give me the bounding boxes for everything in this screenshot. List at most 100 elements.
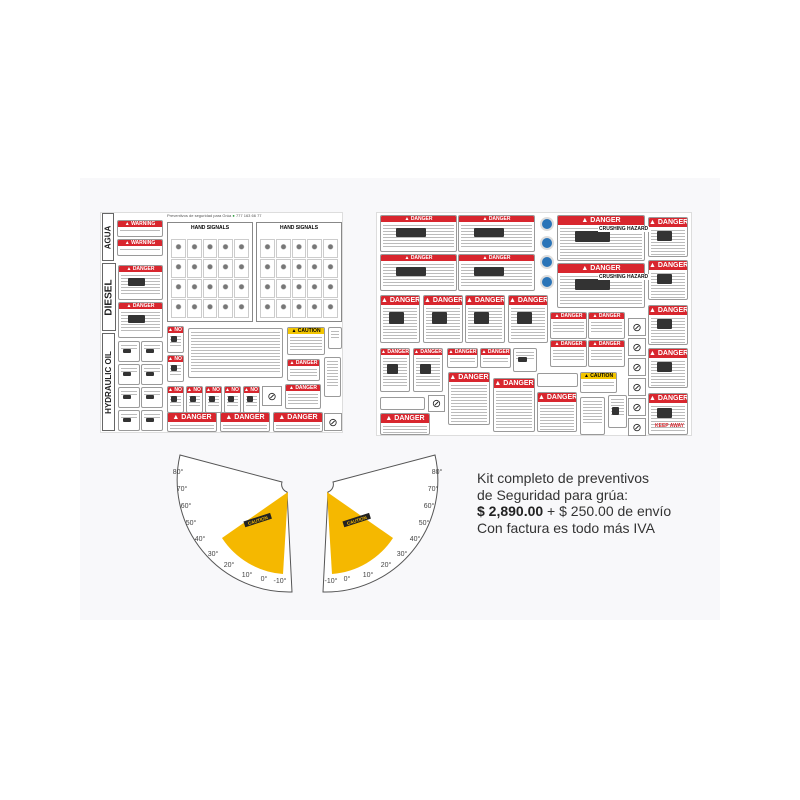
fine-print	[121, 344, 137, 351]
crushing-hazard-sticker: ▲ DANGER	[557, 263, 645, 308]
crushing-hazard-sticker-header: ▲ DANGER	[558, 264, 644, 273]
hand-signal-icon	[291, 279, 307, 298]
no-step-sticker: ▲ NO STEP	[167, 386, 184, 413]
danger-sticker-header: ▲ DANGER	[538, 393, 577, 402]
danger-sticker: ▲ DANGER	[465, 295, 505, 343]
danger-sticker-header: ▲ DANGER	[551, 313, 586, 319]
caution-sticker: ▲ CAUTION	[287, 327, 325, 355]
fine-print	[144, 367, 160, 374]
hand-signal-icon	[171, 299, 186, 318]
angle-tick-label: 40°	[195, 535, 206, 543]
hand-signals-chart: HAND SIGNALS	[256, 222, 342, 322]
danger-sticker: ▲ DANGER	[285, 384, 321, 409]
danger-sticker: ▲ DANGER	[220, 412, 270, 432]
fine-print	[496, 390, 532, 430]
no-smoking-icon: ⊘	[628, 318, 646, 336]
fine-print	[121, 367, 137, 374]
hydraulic-sticker	[141, 410, 163, 431]
fine-print	[144, 390, 160, 397]
danger-sticker: ▲ DANGER	[118, 302, 163, 338]
hand-signal-icon	[171, 259, 186, 278]
caution-sticker: ▲ CAUTION	[580, 372, 617, 393]
danger-sticker-header: ▲ DANGER	[509, 296, 548, 305]
danger-sticker: ▲ DANGER	[413, 348, 443, 392]
danger-sticker-header: ▲ DANGER	[286, 385, 320, 391]
pictogram-icon	[228, 395, 234, 402]
pictogram-icon	[146, 371, 154, 377]
no-step-sticker: ▲ NO STEP	[167, 355, 184, 382]
hand-signal-icon	[186, 259, 202, 278]
sheet-header-text: Preventivos de seguridad para Grúa	[167, 213, 232, 218]
crane-danger-sticker-header: ▲ DANGER	[459, 255, 534, 261]
caution-label-right: CAUTION	[342, 512, 371, 528]
no-step-sticker-header: ▲ NO STEP	[168, 387, 183, 393]
hand-signal-icon	[307, 299, 323, 318]
fine-print	[144, 344, 160, 351]
no-step-sticker-header: ▲ NO STEP	[168, 356, 183, 362]
hand-signal-icon	[323, 279, 338, 298]
info-strip-sticker	[537, 373, 578, 387]
caution-label-left: CAUTION	[243, 512, 272, 528]
danger-grinder-sticker-header: ▲ DANGER	[649, 218, 688, 227]
fluid-label-text: AGUA	[103, 225, 113, 249]
hydraulic-sticker	[118, 410, 140, 431]
hydraulic-sticker	[141, 387, 163, 408]
hand-signal-icon	[218, 259, 234, 278]
hand-signal-icon	[171, 279, 186, 298]
danger-sticker-header: ▲ DANGER	[381, 296, 420, 305]
hand-signal-icon	[260, 259, 275, 278]
danger-sticker: ▲ DANGER	[380, 348, 410, 392]
hand-signal-icon	[307, 259, 323, 278]
pictogram-icon	[127, 314, 145, 324]
fine-print	[120, 248, 160, 251]
hand-signal-icon	[291, 299, 307, 318]
keep-away-text: KEEP AWAY	[655, 423, 684, 429]
protractor-yellow-sector	[222, 492, 288, 574]
angle-tick-label: 80°	[432, 468, 443, 476]
danger-sticker: ▲ DANGER	[167, 412, 217, 432]
hand-signal-icon	[307, 239, 323, 258]
hand-signal-icon	[234, 279, 249, 298]
angle-tick-label: 60°	[424, 502, 435, 510]
danger-sticker: ▲ DANGER	[380, 413, 430, 435]
pictogram-icon	[473, 312, 489, 324]
fine-print	[327, 360, 338, 386]
pictogram-icon	[431, 312, 447, 324]
no-step-sticker: ▲ NO STEP	[243, 386, 260, 413]
offer-line-4: Con factura es todo más IVA	[477, 519, 655, 536]
fine-print	[553, 349, 584, 362]
hydraulic-sticker	[141, 341, 163, 362]
danger-sticker: ▲ DANGER	[273, 412, 323, 432]
hand-signal-icon	[186, 279, 202, 298]
danger-sticker-header: ▲ DANGER	[274, 413, 322, 422]
pictogram-icon	[656, 408, 672, 418]
angle-tick-label: 10°	[242, 571, 253, 579]
pictogram-icon	[146, 394, 154, 400]
danger-sticker-header: ▲ DANGER	[119, 266, 162, 272]
fine-print	[331, 330, 339, 338]
blue-circle-sticker	[540, 236, 554, 250]
offer-text: Kit completo de preventivos de Seguridad…	[477, 470, 671, 536]
pictogram-icon	[247, 395, 253, 402]
hand-signals-title: HAND SIGNALS	[279, 225, 319, 231]
danger-sticker-header: ▲ DANGER	[589, 313, 624, 319]
fine-print	[583, 400, 602, 424]
info-sticker	[380, 397, 425, 410]
hand-signal-icon	[291, 239, 307, 258]
hand-signal-icon	[275, 259, 291, 278]
pictogram-icon	[123, 371, 131, 377]
no-step-sticker-header: ▲ NO STEP	[187, 387, 202, 393]
hand-signal-icon	[202, 259, 218, 278]
crushing-hazard-sticker-header: ▲ DANGER	[558, 216, 644, 225]
no-step-sticker-header: ▲ NO STEP	[206, 387, 221, 393]
fluid-label: AGUA	[102, 213, 114, 261]
pictogram-icon	[190, 395, 196, 402]
hand-signal-icon	[186, 299, 202, 318]
danger-sticker: ▲ DANGER	[588, 312, 625, 339]
hand-signals-chart: HAND SIGNALS	[167, 222, 253, 322]
fine-print	[583, 381, 614, 388]
danger-sticker: ▲ DANGER	[550, 312, 587, 339]
blue-circle-sticker	[540, 255, 554, 269]
fine-print	[451, 384, 487, 423]
fine-print	[591, 321, 622, 334]
